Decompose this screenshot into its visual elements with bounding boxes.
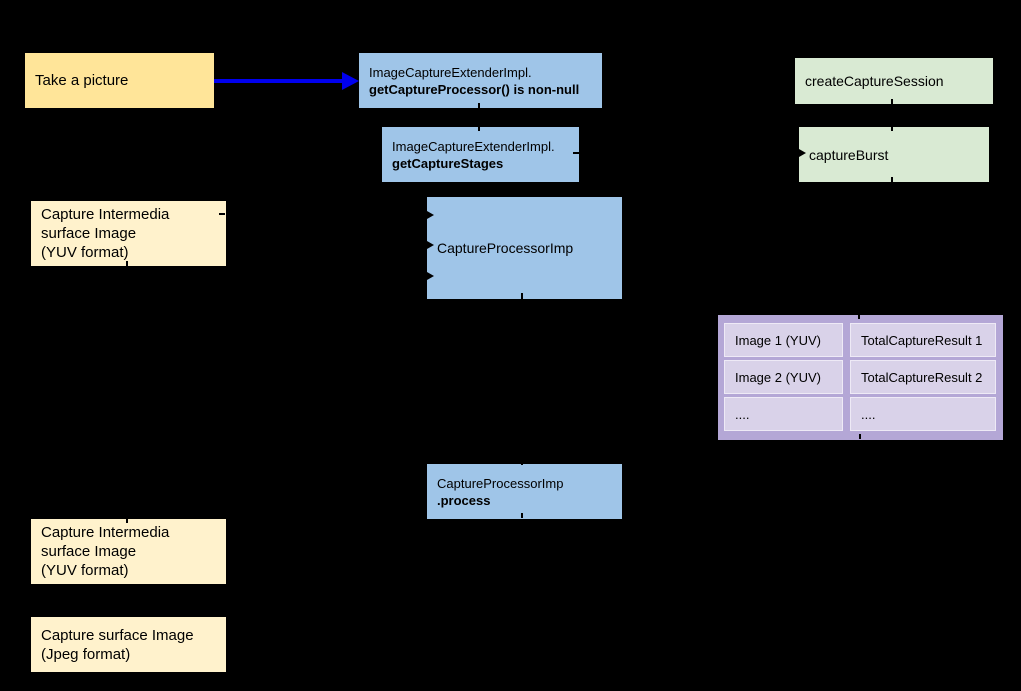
arrow-stub: [126, 519, 128, 523]
arrow-stub: [126, 261, 128, 266]
node-label-line1: ImageCaptureExtenderImpl.: [392, 138, 555, 154]
node-label-line1: Capture surface Image: [41, 626, 194, 644]
node-label: Take a picture: [35, 72, 129, 89]
arrow-stub: [478, 103, 480, 108]
node-get-capture-processor-non-null: ImageCaptureExtenderImpl. getCaptureProc…: [359, 53, 602, 108]
node-label-line1: Capture Intermedia: [41, 206, 170, 223]
node-get-capture-stages: ImageCaptureExtenderImpl. getCaptureStag…: [382, 127, 579, 182]
table-cell-image-1: Image 1 (YUV): [724, 323, 843, 357]
table-cell-image-more: ....: [724, 397, 843, 431]
table-cell-result-1: TotalCaptureResult 1: [850, 323, 996, 357]
node-label-line3: (YUV format): [41, 244, 129, 261]
arrow-stub: [573, 152, 579, 154]
table-cell-result-more: ....: [850, 397, 996, 431]
arrowhead-icon: [427, 272, 434, 280]
node-label-line2: (Jpeg format): [41, 645, 131, 663]
node-capture-processor-process: CaptureProcessorImp .process: [427, 464, 622, 519]
node-label-line2: getCaptureProcessor() is non-null: [369, 81, 580, 97]
arrow-stub: [219, 213, 225, 215]
arrow-stub: [521, 513, 523, 518]
arrow-stub: [478, 127, 480, 131]
node-label-line2: surface Image: [41, 543, 137, 560]
node-label-line2: getCaptureStages: [392, 155, 504, 171]
node-label-line3: (YUV format): [41, 562, 129, 579]
arrowhead-icon: [799, 149, 806, 157]
arrow-stub: [521, 293, 523, 299]
arrow-stub: [859, 434, 861, 439]
arrow-stub: [858, 315, 860, 319]
table-cell-image-2: Image 2 (YUV): [724, 360, 843, 394]
node-take-a-picture: Take a picture: [25, 53, 214, 108]
flow-arrow-head-icon: [342, 72, 359, 90]
node-label-line1: CaptureProcessorImp: [437, 475, 564, 491]
table-cell-result-2: TotalCaptureResult 2: [850, 360, 996, 394]
node-capture-burst: captureBurst: [799, 127, 989, 182]
node-intermedia-surface-yuv-bottom: Capture Intermedia surface Image (YUV fo…: [31, 519, 226, 584]
arrowhead-icon: [427, 211, 434, 219]
node-label: captureBurst: [809, 146, 889, 163]
node-capture-processor-imp: CaptureProcessorImp: [427, 197, 622, 299]
node-label-line2: surface Image: [41, 225, 137, 242]
node-create-capture-session: createCaptureSession: [795, 58, 993, 104]
node-label: createCaptureSession: [805, 73, 944, 89]
arrow-stub: [891, 177, 893, 182]
arrow-stub: [891, 99, 893, 104]
arrow-stub: [521, 461, 523, 465]
arrow-stub: [891, 127, 893, 131]
node-label-line1: ImageCaptureExtenderImpl.: [369, 64, 532, 80]
flow-arrow-shaft: [214, 79, 344, 83]
node-label-line2: .process: [437, 492, 491, 508]
node-capture-surface-jpeg: Capture surface Image (Jpeg format): [31, 617, 226, 672]
node-intermedia-surface-yuv-top: Capture Intermedia surface Image (YUV fo…: [31, 201, 226, 266]
node-label: CaptureProcessorImp: [437, 240, 574, 256]
node-label-line1: Capture Intermedia: [41, 524, 170, 541]
capture-results-table: Image 1 (YUV) TotalCaptureResult 1 Image…: [718, 315, 1003, 440]
arrowhead-icon: [427, 241, 434, 249]
